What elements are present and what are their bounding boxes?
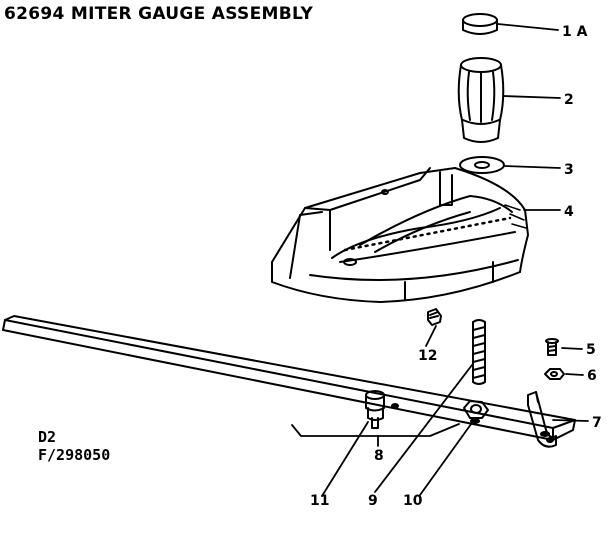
- bracket-part: [527, 391, 557, 448]
- callout-labels: 1 A 2 3 4 5 6 7 8 9 10 11 12: [310, 24, 602, 509]
- washer-part: [459, 156, 505, 174]
- miter-gauge-body-part: [271, 167, 529, 303]
- drawing-code: D2: [38, 428, 57, 446]
- callout-11: 11: [310, 493, 329, 509]
- callout-3: 3: [564, 162, 574, 178]
- callout-6: 6: [587, 368, 597, 384]
- callout-2: 2: [564, 92, 574, 108]
- callout-12: 12: [418, 348, 437, 364]
- callout-9: 9: [368, 493, 378, 509]
- figure-number: F/298050: [38, 446, 111, 464]
- callout-8: 8: [374, 448, 384, 464]
- callout-4: 4: [564, 204, 574, 220]
- callout-1a: 1 A: [562, 24, 588, 40]
- handle-knob-part: [457, 57, 505, 143]
- leader-lines: [291, 23, 589, 497]
- knob-cap-part: [462, 13, 498, 35]
- set-screw-part: [427, 308, 442, 326]
- callout-10: 10: [403, 493, 423, 509]
- nut-part: [544, 368, 565, 380]
- callout-5: 5: [586, 342, 596, 358]
- diagram-title: 62694 MITER GAUGE ASSEMBLY: [4, 4, 314, 24]
- screw-part: [545, 338, 559, 356]
- callout-7: 7: [592, 415, 602, 431]
- hex-nut-part: [463, 400, 489, 419]
- miter-bar-part: [2, 315, 576, 441]
- stop-pin-part: [365, 390, 385, 429]
- threaded-stud-part: [472, 319, 486, 385]
